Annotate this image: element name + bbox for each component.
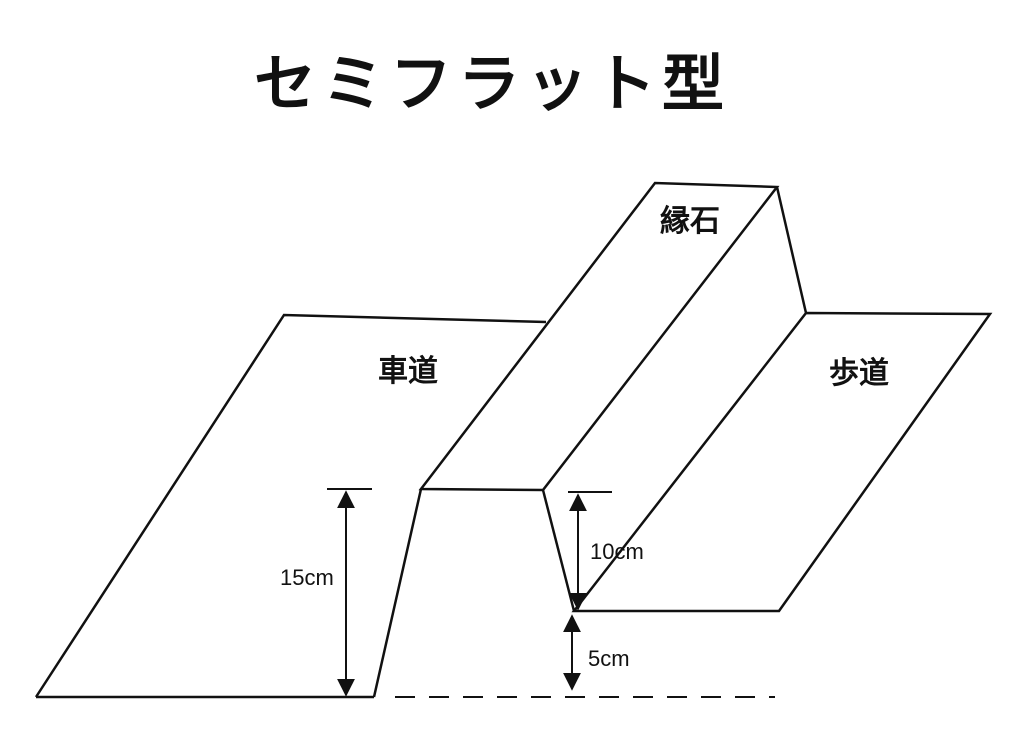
dimension-15cm-label: 15cm <box>280 565 334 590</box>
curb-back-edge <box>775 186 808 314</box>
curb-top-face <box>418 181 780 492</box>
roadway-label: 車道 <box>378 354 438 389</box>
curb-road-side-face <box>372 488 423 698</box>
sidewalk-label: 歩道 <box>829 356 889 391</box>
dimension-10cm-label: 10cm <box>590 539 644 564</box>
sidewalk-surface <box>571 311 993 613</box>
diagram-title: セミフラット型 <box>254 47 730 120</box>
curb-sidewalk-side-face <box>541 489 576 612</box>
dimension-5cm-label: 5cm <box>588 646 630 671</box>
curb-label: 縁石 <box>660 204 720 239</box>
roadway-surface <box>34 313 547 698</box>
